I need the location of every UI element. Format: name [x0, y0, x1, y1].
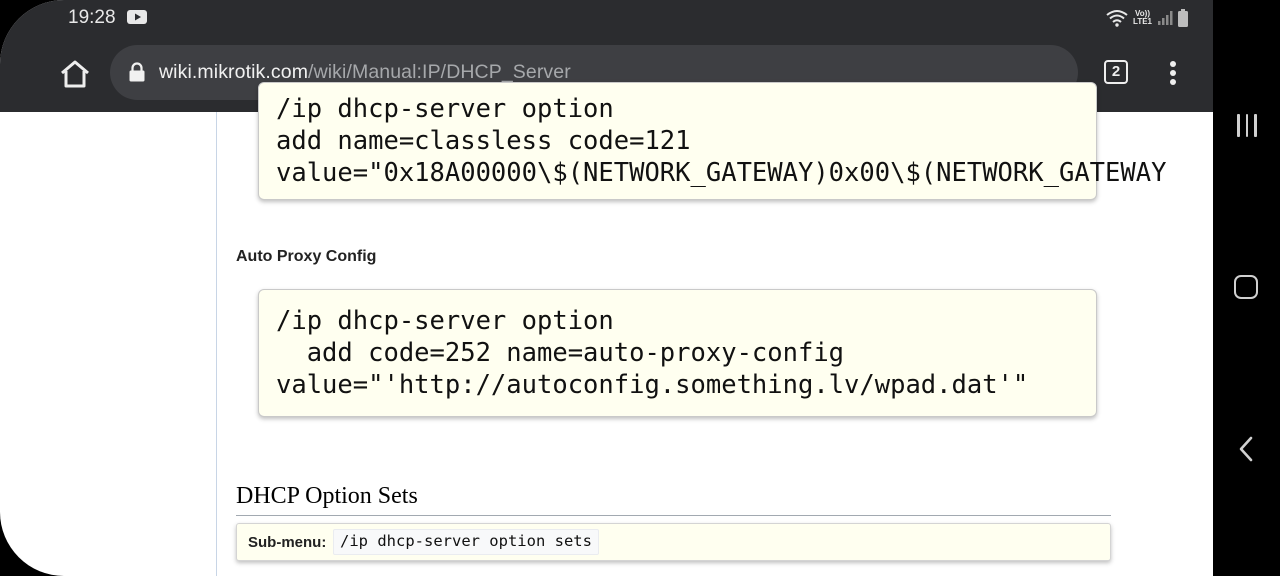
youtube-icon [127, 10, 147, 24]
auto-proxy-heading: Auto Proxy Config [236, 248, 377, 265]
status-bar: 19:28 Vo)) LTE1 [0, 0, 1213, 36]
heading-divider [236, 515, 1111, 516]
home-icon[interactable] [58, 59, 92, 89]
volte-lte-icon: Vo)) LTE1 [1133, 10, 1152, 26]
lock-icon [129, 62, 145, 82]
phone-screen: 19:28 Vo)) LTE1 [0, 0, 1213, 576]
lte-bottom-label: LTE1 [1133, 17, 1152, 26]
submenu-label: Sub-menu: [248, 534, 327, 551]
submenu-code: /ip dhcp-server option sets [333, 529, 599, 555]
status-icons: Vo)) LTE1 [1106, 7, 1188, 29]
code-line: add name=classless code=121 [276, 126, 691, 156]
status-time: 19:28 [68, 7, 116, 28]
code-line: value="'http://autoconfig.something.lv/w… [276, 370, 1029, 400]
battery-icon [1178, 9, 1188, 27]
back-icon[interactable] [1238, 436, 1254, 462]
wifi-icon [1106, 10, 1128, 27]
android-nav-bar [1213, 0, 1280, 576]
home-button-icon[interactable] [1234, 275, 1258, 299]
code-block-auto-proxy: /ip dhcp-server option add code=252 name… [258, 289, 1097, 417]
signal-icon [1158, 11, 1173, 25]
code-line: /ip dhcp-server option [276, 94, 614, 124]
code-line: /ip dhcp-server option [276, 306, 614, 336]
tabs-icon[interactable]: 2 [1104, 60, 1128, 84]
lte-top-label: Vo)) [1135, 9, 1150, 18]
code-line: value="0x18A00000\$(NETWORK_GATEWAY)0x00… [276, 158, 1167, 188]
code-line: add code=252 name=auto-proxy-config [276, 338, 845, 368]
more-vert-icon[interactable] [1163, 58, 1183, 88]
url-domain: wiki.mikrotik.com [159, 61, 309, 83]
recent-apps-icon[interactable] [1236, 114, 1258, 138]
url-path: /wiki/Manual:IP/DHCP_Server [308, 61, 571, 83]
section-heading-option-sets: DHCP Option Sets [236, 483, 418, 509]
submenu-box: Sub-menu: /ip dhcp-server option sets [236, 523, 1111, 561]
url-text[interactable]: wiki.mikrotik.com/wiki/Manual:IP/DHCP_Se… [159, 61, 571, 84]
